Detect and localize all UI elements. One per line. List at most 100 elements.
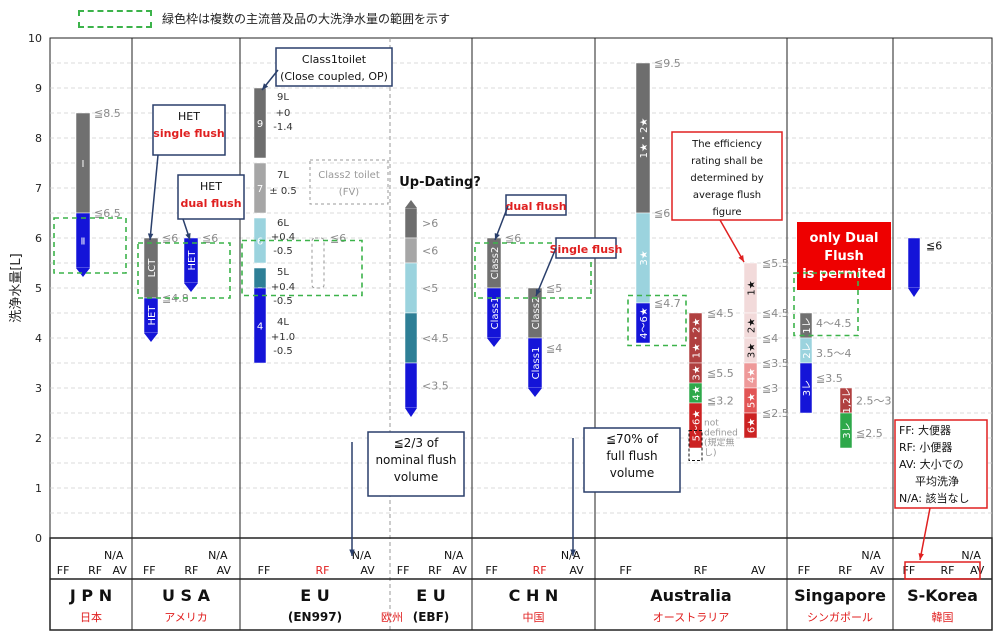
value-label: 4～4.5 <box>816 317 852 330</box>
value-label: ≦2.5 <box>856 427 883 440</box>
bar-note: ± 0.5 <box>269 186 296 197</box>
callout-arrowhead <box>494 233 500 240</box>
bar-arrow <box>528 388 542 397</box>
column-label: FF <box>258 564 271 577</box>
callout-text: dual flush <box>180 197 241 210</box>
singapore-note: only Dual <box>810 231 879 246</box>
column-label: RF <box>533 564 547 577</box>
region-name: S-Korea <box>907 586 978 605</box>
region-name: Singapore <box>794 586 886 605</box>
class2-bar <box>311 237 325 289</box>
column-label: AV <box>569 564 584 577</box>
column-label: AV <box>453 564 468 577</box>
bar <box>799 362 813 414</box>
value-label: ≦4.7 <box>654 297 681 310</box>
callout-text: determined by <box>690 173 763 184</box>
class2-label: Class2 toilet <box>318 170 380 181</box>
region-subtitle: (EBF) <box>413 610 450 624</box>
na-label: N/A <box>104 549 124 562</box>
bar-label: 6★ <box>747 418 758 433</box>
callout-text: ≦70% of <box>606 432 659 446</box>
bar <box>404 207 418 239</box>
callout-text: full flush <box>606 449 657 463</box>
callout-text: Class1toilet <box>302 53 367 66</box>
bar-note: 6L <box>277 218 289 229</box>
column-label: RF <box>694 564 708 577</box>
bar-label: Class2 <box>490 247 501 280</box>
callout-text: Single flush <box>550 243 623 256</box>
bar-note: 4L <box>277 317 289 328</box>
y-tick-label: 0 <box>35 532 42 545</box>
bar-label: LCT <box>147 258 158 278</box>
region-subtitle: (EN997) <box>288 610 342 624</box>
column-label: FF <box>143 564 156 577</box>
range-frame <box>627 294 687 347</box>
bar-label: 4 <box>257 322 263 333</box>
bar-label: 6 <box>257 237 263 248</box>
callout-text: nominal flush <box>375 453 456 467</box>
bar-note: +0.4 <box>271 282 295 293</box>
bar-label: 3★ <box>639 250 650 265</box>
singapore-note: Flush <box>824 249 864 264</box>
callout-arrowhead <box>185 233 191 240</box>
y-tick-label: 9 <box>35 82 42 95</box>
y-tick-label: 3 <box>35 382 42 395</box>
range-frame <box>137 242 231 299</box>
bar-label: Ⅰ <box>82 159 85 170</box>
column-label: AV <box>970 564 985 577</box>
column-label: RF <box>184 564 198 577</box>
class2-box <box>309 159 389 205</box>
callout-arrowhead <box>147 233 154 240</box>
callout-arrowhead <box>535 289 541 296</box>
callout-arrowhead <box>918 553 924 560</box>
value-label: ≦4.5 <box>762 307 789 320</box>
bar-label: 5～6★ <box>692 410 703 442</box>
legend-text: 緑色枠は複数の主流普及品の大洗浄水量の範囲を示す <box>162 12 451 26</box>
bar-label: HET <box>147 305 158 326</box>
y-tick-label: 2 <box>35 432 42 445</box>
bar <box>743 412 758 439</box>
bar-label: 1★ <box>747 280 758 295</box>
bar-label: 4★ <box>747 368 758 383</box>
key-text: RF: 小便器 <box>899 441 952 454</box>
value-label: ≦6 <box>926 240 942 253</box>
region-name: Australia <box>650 586 731 605</box>
callout-arrowhead <box>738 255 744 262</box>
region-subtitle: シンガポール <box>807 611 873 624</box>
bar <box>907 237 921 289</box>
bar-label: 1★・2★ <box>639 118 650 159</box>
na-label: N/A <box>352 549 372 562</box>
bar-note: -1.4 <box>273 122 293 133</box>
bar-label: 5★ <box>747 393 758 408</box>
value-label: ≦6 <box>330 232 346 245</box>
na-label: N/A <box>861 549 881 562</box>
value-label: >6 <box>422 217 438 230</box>
bar-arrow <box>144 333 158 342</box>
callout-text: dual flush <box>505 200 566 213</box>
callout-box <box>152 104 226 156</box>
value-label: ≦9.5 <box>654 57 681 70</box>
range-frame <box>793 272 859 337</box>
bar-label: Class2 <box>531 297 542 330</box>
bar-note: -0.5 <box>273 246 293 257</box>
callout-box <box>275 47 393 87</box>
bar-note: +1.0 <box>271 332 295 343</box>
region-subtitle: アメリカ <box>164 611 207 624</box>
region-subtitle: 中国 <box>523 611 545 624</box>
region-name: E U <box>416 586 446 605</box>
bar-label: 1,2レ <box>842 388 853 414</box>
range-frame <box>241 239 363 297</box>
rf-undefined-box <box>688 430 703 461</box>
callout-text: average flush <box>693 190 761 201</box>
value-label: ≦5.5 <box>762 257 789 270</box>
bar-label: 1★・2★ <box>692 318 703 359</box>
callout-text: HET <box>200 180 222 193</box>
bar-label: 3レ <box>802 380 813 396</box>
value-label: ≦3.5 <box>762 357 789 370</box>
bar-note: 9L <box>277 92 289 103</box>
callout-line <box>535 247 557 297</box>
value-label: 2.5～3 <box>856 395 892 408</box>
value-label: ≦8.5 <box>94 107 121 120</box>
bar-note: 7L <box>277 170 289 181</box>
y-tick-label: 1 <box>35 482 42 495</box>
